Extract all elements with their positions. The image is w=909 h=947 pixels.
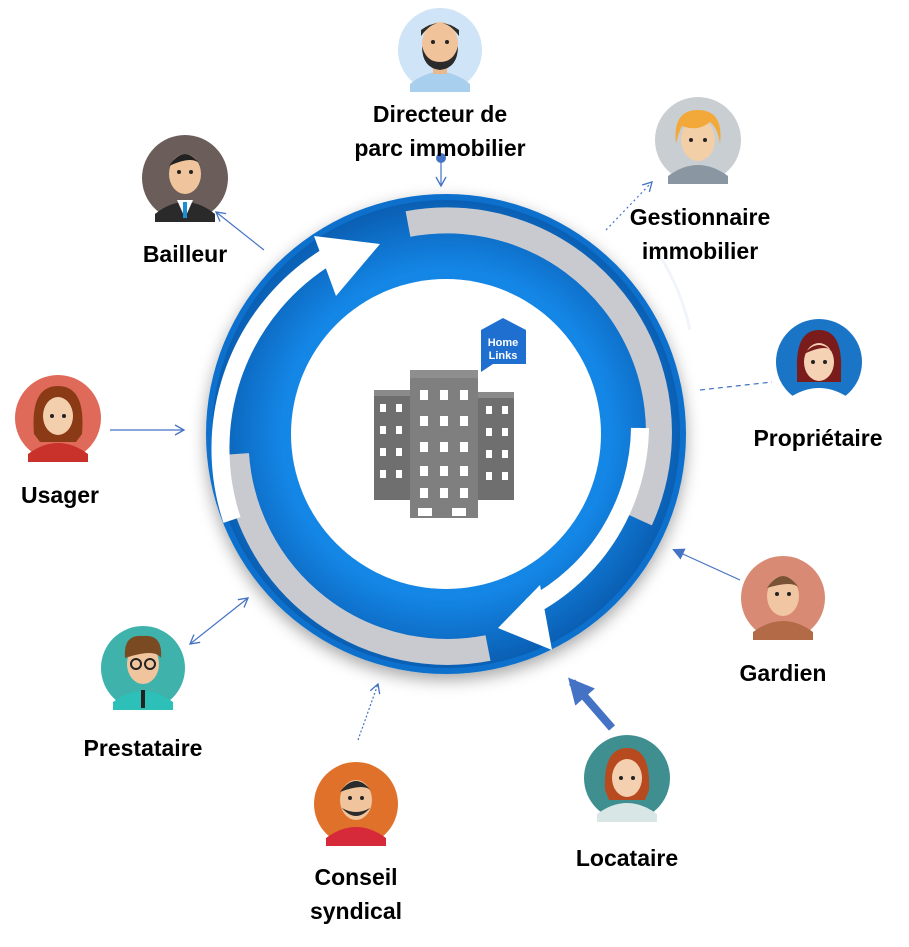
- man-suit-icon: [142, 135, 228, 222]
- label-conseil: Conseil syndical: [309, 864, 403, 924]
- logo-word-2: Links: [489, 350, 518, 362]
- label-gestionnaire: Gestionnaire immobilier: [629, 204, 771, 264]
- man-headset-icon: [314, 762, 398, 846]
- connector-proprietaire: [699, 381, 773, 391]
- building-icon: [374, 370, 514, 518]
- man-brown-icon: [741, 556, 825, 640]
- label-usager: Usager: [21, 482, 99, 508]
- woman-curly-icon: [15, 375, 101, 462]
- label-prestataire: Prestataire: [83, 735, 203, 761]
- connector-conseil: [357, 682, 381, 741]
- label-directeur: Directeur de parc immobilier: [354, 101, 526, 161]
- connector-gardien: [672, 548, 741, 581]
- label-proprietaire: Propriétaire: [753, 425, 883, 451]
- connector-bailleur: [214, 211, 265, 251]
- man-beard-icon: [398, 8, 482, 92]
- woman-redhair-icon: [776, 319, 862, 406]
- cycle-arrows: [211, 236, 692, 650]
- connectors: [110, 153, 773, 741]
- connector-locataire: [568, 677, 616, 731]
- connector-gestionnaire: [605, 181, 653, 231]
- woman-blonde-icon: [655, 97, 741, 184]
- label-gardien: Gardien: [739, 660, 827, 686]
- man-glasses-icon: [101, 626, 185, 710]
- label-bailleur: Bailleur: [142, 241, 228, 267]
- label-locataire: Locataire: [575, 845, 679, 871]
- woman-teal-icon: [584, 735, 670, 822]
- connector-prestataire: [188, 597, 250, 645]
- homelinks-logo: Home Links: [481, 318, 526, 372]
- logo-word-1: Home: [488, 337, 519, 349]
